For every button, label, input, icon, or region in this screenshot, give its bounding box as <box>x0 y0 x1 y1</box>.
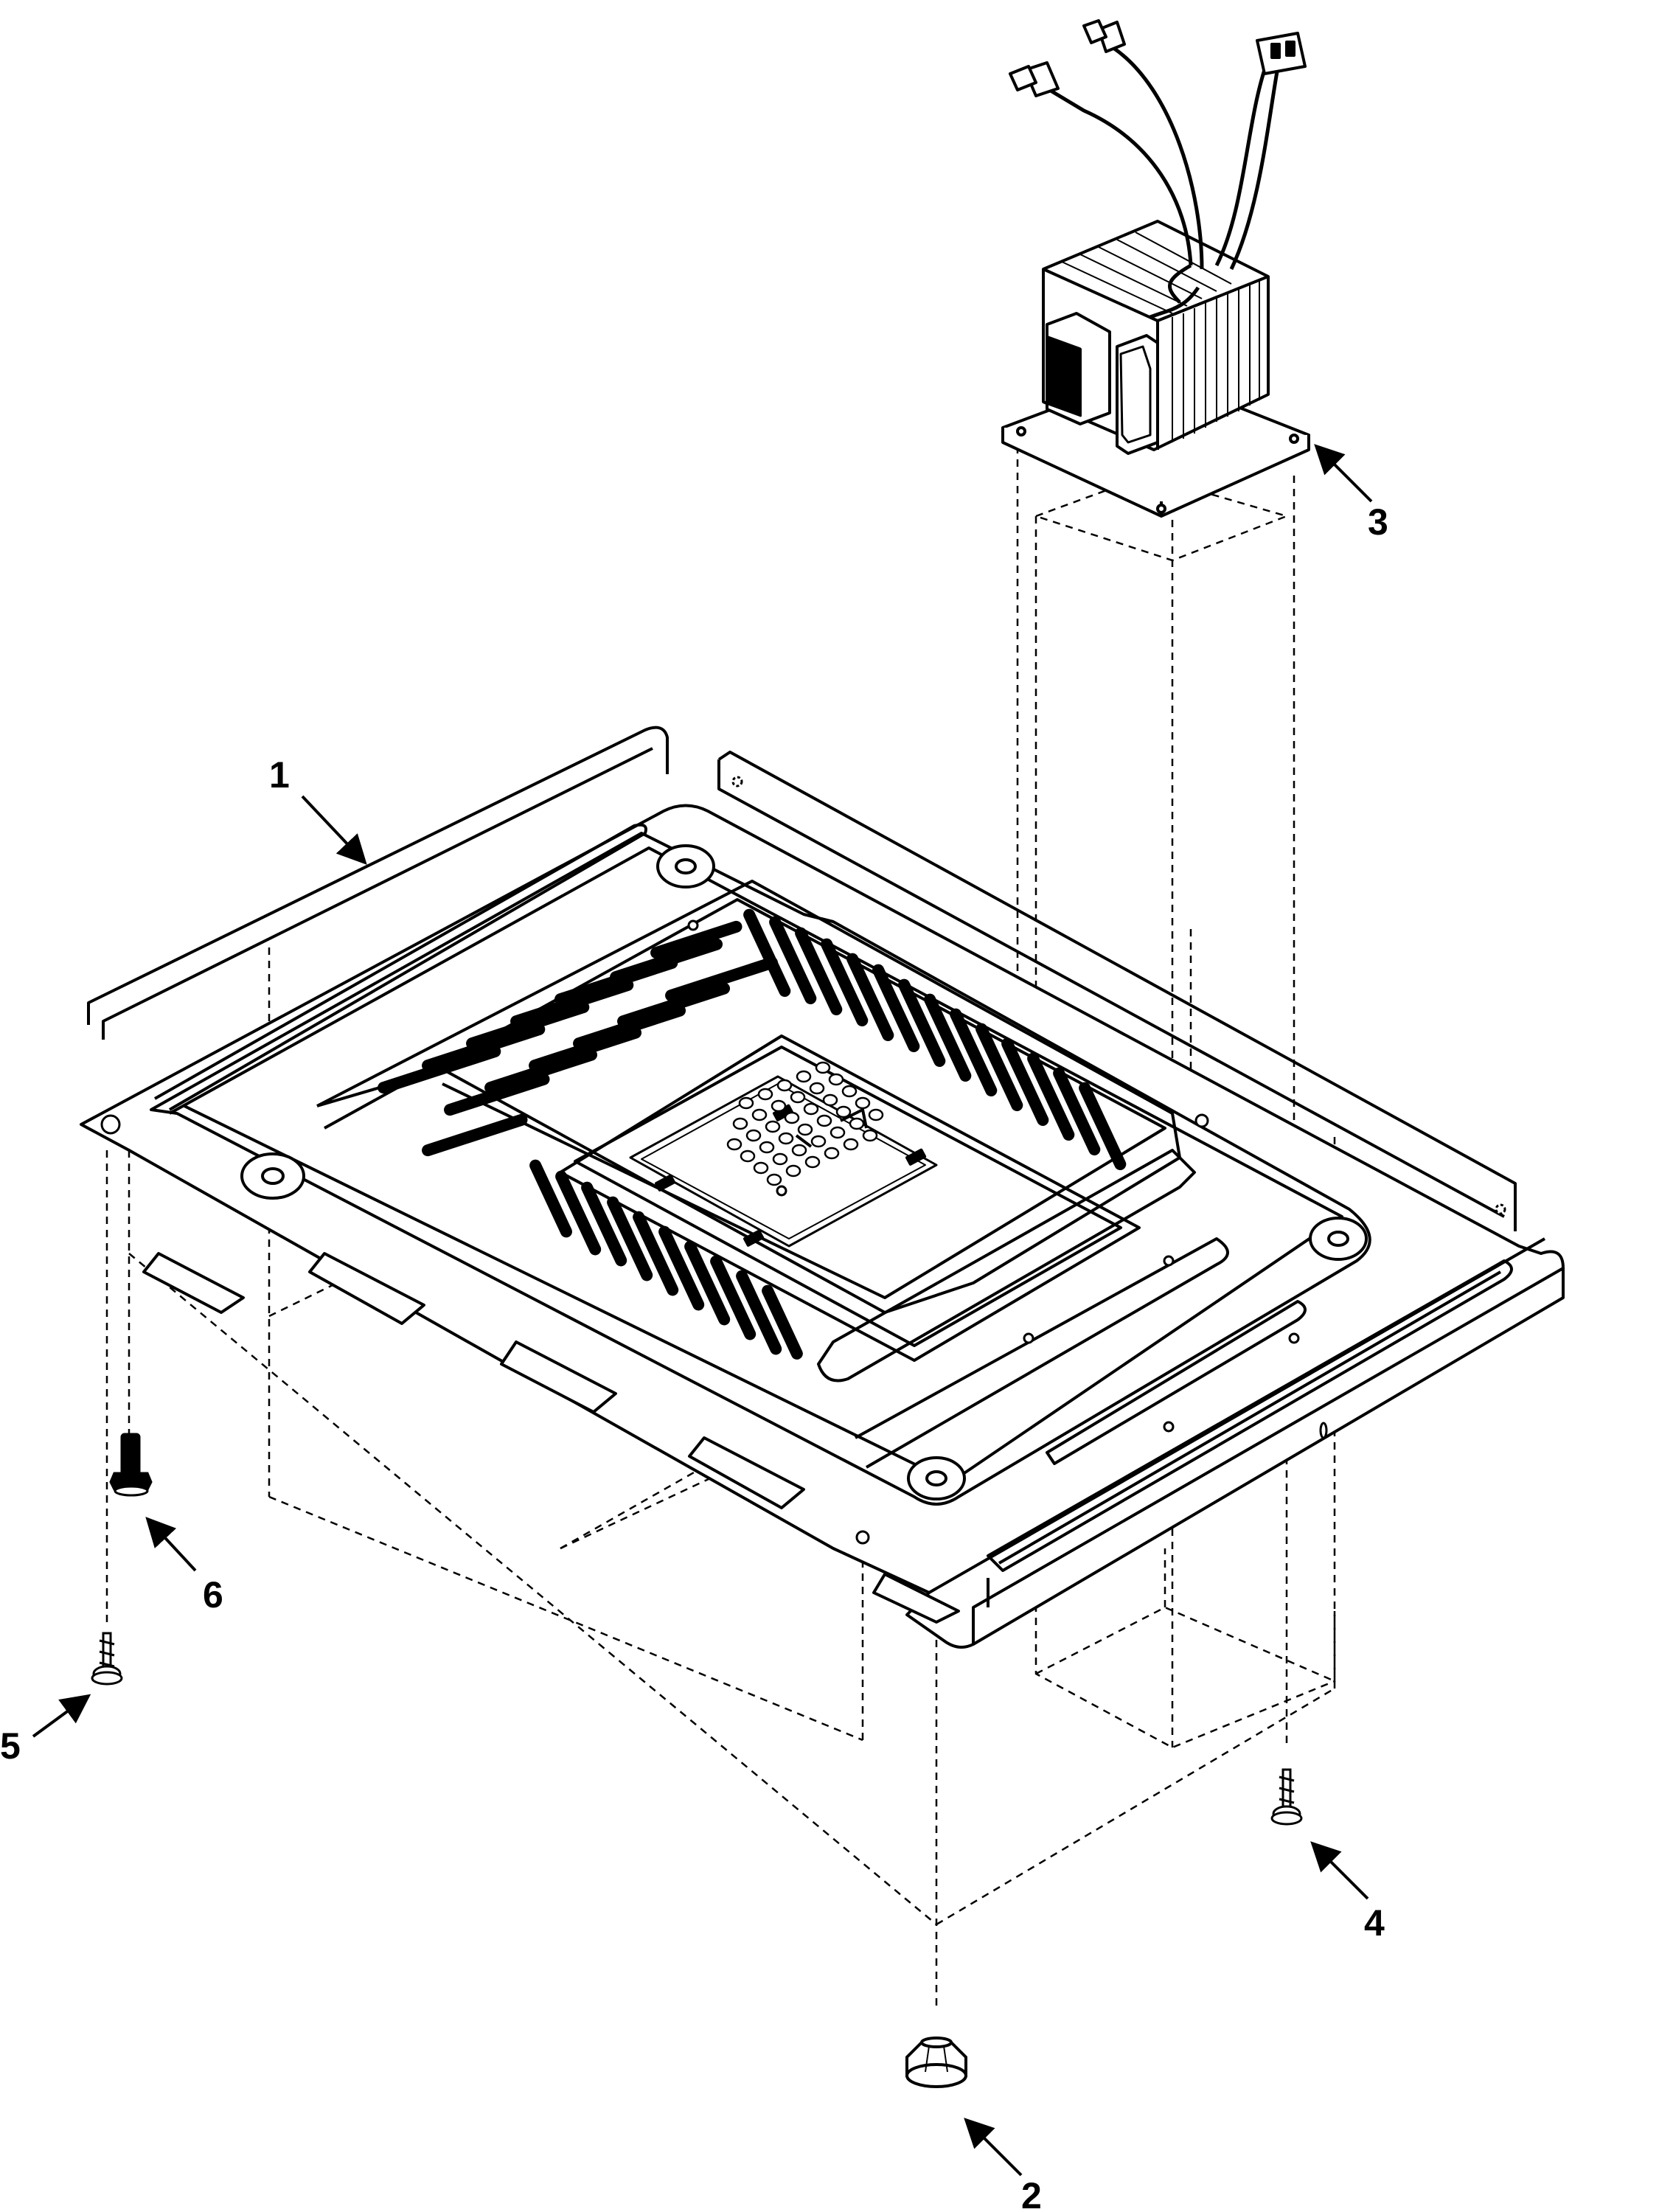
screw-4 <box>1270 1768 1303 1826</box>
perforation-hole <box>726 1138 742 1151</box>
callout-3: 3 <box>1314 444 1388 543</box>
perforation-hole <box>804 1155 821 1169</box>
perforation-hole <box>759 1141 775 1154</box>
callout-4: 4 <box>1310 1841 1385 1944</box>
perforation-hole <box>810 1135 827 1148</box>
perforation-hole <box>753 1161 769 1175</box>
perforation-hole <box>745 1129 762 1142</box>
perforation-hole <box>778 1132 794 1145</box>
callout-5: 5 <box>0 1694 91 1767</box>
foot <box>905 2037 967 2088</box>
perforation-hole <box>740 1150 756 1163</box>
perforation-hole <box>776 1079 793 1092</box>
perforation-hole <box>771 1099 787 1113</box>
callout-label-2: 2 <box>1021 2175 1042 2212</box>
transformer <box>1001 19 1310 518</box>
perforation-hole <box>772 1152 788 1166</box>
perforation-hole <box>841 1085 858 1098</box>
callout-label-1: 1 <box>269 754 290 796</box>
screw-5 <box>91 1632 123 1686</box>
perforation-hole <box>757 1088 773 1101</box>
callout-label-6: 6 <box>203 1574 223 1615</box>
perforation-hole <box>835 1105 852 1119</box>
callout-6: 6 <box>145 1517 223 1615</box>
perforation-hole <box>803 1102 819 1116</box>
perforation-hole <box>828 1073 844 1086</box>
perforation-hole <box>790 1091 806 1104</box>
perforation-hole <box>843 1138 859 1151</box>
vent-slots <box>378 908 1127 1360</box>
perforation-grid <box>726 1061 884 1186</box>
perforation-hole <box>868 1108 884 1121</box>
perforation-hole <box>815 1061 831 1074</box>
perforation-hole <box>809 1082 825 1095</box>
perforation-hole <box>765 1120 781 1133</box>
callout-label-3: 3 <box>1368 501 1388 543</box>
callout-label-4: 4 <box>1364 1902 1385 1944</box>
perforation-hole <box>824 1147 840 1160</box>
perforation-hole <box>797 1123 813 1136</box>
bolt <box>109 1433 153 1497</box>
perforation-hole <box>791 1144 807 1157</box>
perforation-hole <box>785 1164 801 1178</box>
perforation-hole <box>830 1126 846 1139</box>
perforation-hole <box>816 1114 832 1127</box>
perforation-hole <box>849 1117 865 1130</box>
callout-2: 2 <box>964 2118 1042 2212</box>
perforation-hole <box>732 1117 748 1130</box>
perforation-hole <box>822 1093 838 1107</box>
perforation-hole <box>738 1096 754 1110</box>
perforation-hole <box>784 1111 800 1124</box>
perforation-hole <box>862 1129 878 1142</box>
mount-boss <box>240 844 1368 1500</box>
perforation-hole <box>766 1173 782 1186</box>
perforation-hole <box>796 1070 812 1083</box>
perforation-hole <box>751 1108 768 1121</box>
callout-label-5: 5 <box>0 1725 21 1767</box>
callout-1: 1 <box>269 754 367 865</box>
base-plate <box>80 726 1565 1649</box>
perforation-hole <box>855 1096 871 1110</box>
